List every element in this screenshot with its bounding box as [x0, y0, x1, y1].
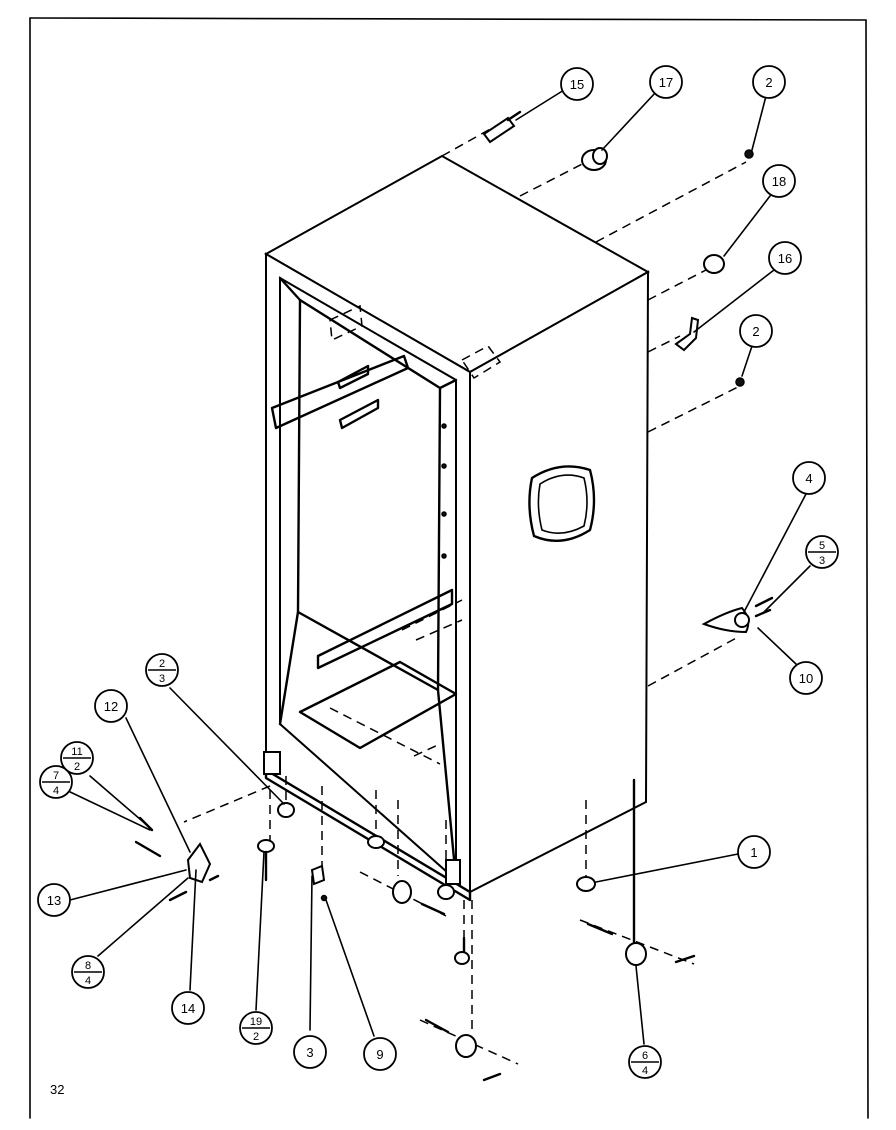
callout-number-bottom: 3 — [819, 555, 825, 567]
callout-circle — [560, 67, 594, 101]
callout-number-bottom: 2 — [253, 1031, 259, 1043]
callout-c10: 10 — [789, 661, 823, 695]
callout-c11_2: 112 — [60, 741, 94, 775]
callout-circle — [171, 991, 205, 1025]
callout-number-top: 5 — [819, 540, 825, 552]
part-foot-front — [454, 936, 470, 965]
callout-number-bottom: 4 — [642, 1065, 648, 1077]
callout-circle — [789, 661, 823, 695]
callout-c15: 15 — [560, 67, 594, 101]
callout-number-bottom: 3 — [159, 673, 165, 685]
callout-c18: 18 — [762, 164, 796, 198]
callout-number: 18 — [772, 174, 786, 189]
callout-circle — [762, 164, 796, 198]
callout-number-top: 19 — [250, 1016, 262, 1028]
callout-c16: 16 — [768, 241, 802, 275]
callout-number-top: 7 — [53, 770, 59, 782]
callout-circle — [649, 65, 683, 99]
callout-c2b: 2 — [739, 314, 773, 348]
part-4-hinge — [701, 596, 774, 634]
part-9-screw — [320, 894, 328, 902]
callout-c2a: 2 — [752, 65, 786, 99]
part-2-foot-left — [277, 802, 295, 818]
callout-c7_4: 74 — [39, 765, 73, 799]
callout-circle — [792, 461, 826, 495]
callout-c12: 12 — [94, 689, 128, 723]
callout-c17: 17 — [649, 65, 683, 99]
callout-c1: 1 — [737, 835, 771, 869]
callout-circle — [94, 689, 128, 723]
callout-number: 14 — [181, 1001, 195, 1016]
leader-lines — [65, 89, 811, 1045]
callout-number: 16 — [778, 251, 792, 266]
callout-c8_4: 84 — [71, 955, 105, 989]
callout-circle — [752, 65, 786, 99]
part-2-screw-top — [744, 149, 754, 159]
part-rear-foot — [367, 835, 455, 900]
callout-number-top: 11 — [71, 746, 82, 758]
callout-circle — [768, 241, 802, 275]
page-number: 32 — [50, 1082, 65, 1097]
part-3-clip — [310, 864, 326, 886]
callout-number-top: 6 — [642, 1050, 648, 1062]
callout-circle — [363, 1037, 397, 1071]
callout-number: 1 — [750, 845, 757, 860]
part-19-leveling-leg — [257, 839, 275, 882]
callout-circle — [739, 314, 773, 348]
part-16-hinge-bracket — [674, 316, 700, 352]
callout-number: 10 — [799, 671, 813, 686]
callout-number: 17 — [659, 75, 673, 90]
callout-c14: 14 — [171, 991, 205, 1025]
callout-number: 4 — [805, 471, 812, 486]
callout-number-bottom: 2 — [74, 761, 80, 773]
callout-number: 15 — [570, 77, 584, 92]
callout-c9: 9 — [363, 1037, 397, 1071]
callout-c13: 13 — [37, 883, 71, 917]
part-6-roller — [586, 922, 696, 966]
part-front-roller — [392, 880, 446, 916]
callout-number: 2 — [765, 75, 772, 90]
part-1-leveler — [576, 876, 596, 892]
cabinet-body — [263, 154, 651, 902]
callout-circle — [737, 835, 771, 869]
parts — [134, 110, 774, 1082]
part-15-hinge-pin — [482, 110, 522, 144]
callout-c3: 3 — [293, 1035, 327, 1069]
callout-c5_3: 53 — [805, 535, 839, 569]
callout-number-top: 2 — [159, 658, 165, 670]
callout-c4: 4 — [792, 461, 826, 495]
page-border — [29, 17, 869, 1119]
callout-number: 2 — [752, 324, 759, 339]
part-17-bushing — [581, 147, 608, 171]
callout-number: 9 — [376, 1047, 383, 1062]
part-18-bushing — [703, 254, 725, 274]
callout-number-top: 8 — [85, 960, 91, 972]
callout-c19_2: 192 — [239, 1011, 273, 1045]
callout-number: 12 — [104, 699, 118, 714]
callout-c6_4: 64 — [628, 1045, 662, 1079]
callout-number-bottom: 4 — [53, 785, 59, 797]
callout-number: 3 — [306, 1045, 313, 1060]
callout-circle — [37, 883, 71, 917]
part-bottom-roller — [424, 1018, 502, 1082]
part-2-screw-side — [735, 377, 745, 387]
callout-c2_3: 23 — [145, 653, 179, 687]
callout-number: 13 — [47, 893, 61, 908]
callout-circle — [293, 1035, 327, 1069]
callout-number-bottom: 4 — [85, 975, 91, 987]
